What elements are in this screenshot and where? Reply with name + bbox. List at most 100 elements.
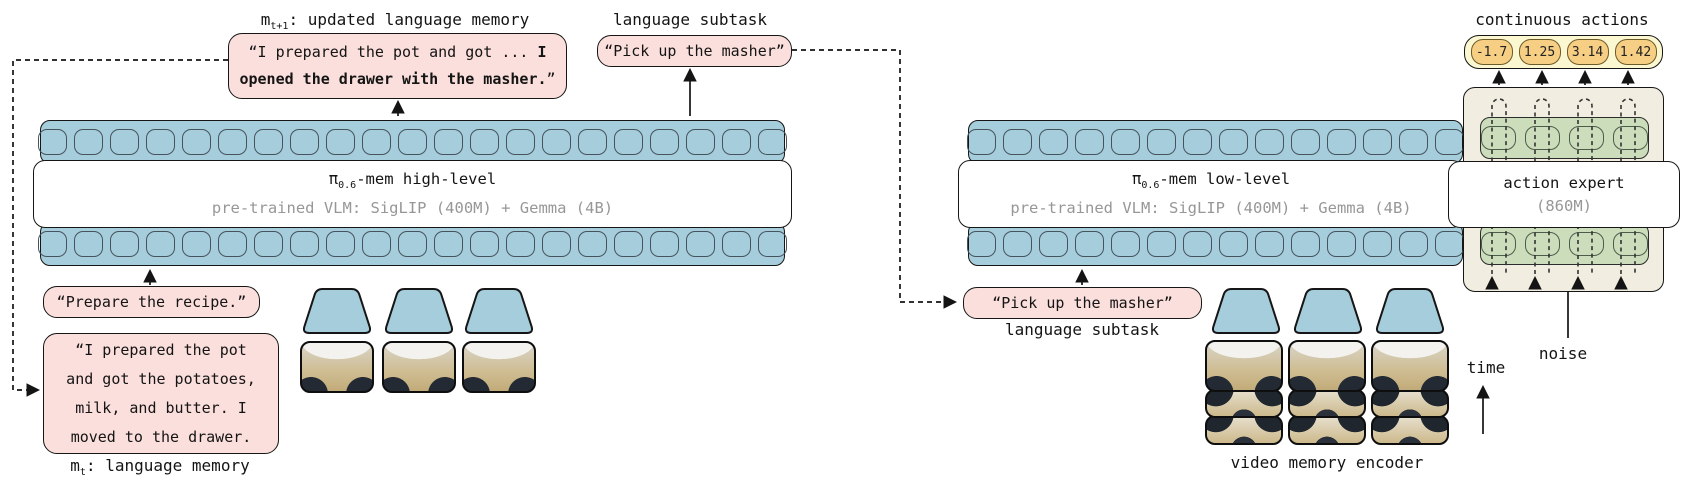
token-pill [758, 129, 787, 155]
stacked-frame [1371, 389, 1449, 418]
noise-label: noise [1538, 344, 1588, 363]
image-encoder-trapezoid [302, 288, 372, 334]
action-token-pill [1525, 232, 1560, 256]
token-pill [1363, 231, 1392, 257]
token-pill [686, 129, 715, 155]
token-pill [74, 231, 103, 257]
image-encoder-trapezoid [384, 288, 454, 334]
stacked-frame [1288, 415, 1366, 445]
token-pill [506, 129, 535, 155]
language-subtask-label-left: language subtask [612, 10, 768, 29]
language-subtask-box-right: “Pick up the masher” [963, 287, 1202, 319]
token-pill [1327, 231, 1356, 257]
continuous-actions-chips: -1.7 1.25 3.14 1.42 [1464, 35, 1663, 69]
token-pill [1183, 129, 1212, 155]
action-token-row-top [1480, 117, 1649, 159]
token-pill [1003, 129, 1032, 155]
memory-line: “I prepared the pot [75, 340, 247, 359]
task-prompt-box: “Prepare the recipe.” [43, 286, 260, 318]
memory-line: and got the potatoes, [66, 369, 256, 388]
token-pill [74, 129, 103, 155]
token-pill [146, 129, 175, 155]
token-pill [326, 129, 355, 155]
action-token-pill [1613, 126, 1648, 150]
action-token-row-bottom [1480, 223, 1649, 265]
token-pill [362, 231, 391, 257]
vlm-subtitle-low-level: pre-trained VLM: SigLIP (400M) + Gemma (… [1010, 199, 1412, 217]
action-token-pill [1481, 126, 1516, 150]
vlm-box-high-level: π0.6-mem high-level pre-trained VLM: Sig… [33, 160, 792, 228]
memory-line: moved to the drawer. [70, 427, 252, 446]
token-pill [182, 231, 211, 257]
token-pill [362, 129, 391, 155]
token-pill [686, 231, 715, 257]
token-pill [1255, 129, 1284, 155]
fisheye-camera-image [1371, 340, 1449, 392]
token-pill [1147, 231, 1176, 257]
token-pill [110, 231, 139, 257]
token-pill [110, 129, 139, 155]
token-pill [470, 231, 499, 257]
token-pill [398, 231, 427, 257]
action-value-chip: 1.25 [1518, 39, 1561, 65]
token-pill [146, 231, 175, 257]
token-pill [1435, 129, 1464, 155]
image-encoder-trapezoid [464, 288, 534, 334]
action-value-chip: 3.14 [1566, 39, 1609, 65]
action-value-chip: 1.42 [1614, 39, 1657, 65]
token-pill [1219, 129, 1248, 155]
token-pill [1039, 231, 1068, 257]
token-pill [1219, 231, 1248, 257]
token-row-top-left [38, 120, 787, 164]
token-pill [218, 231, 247, 257]
token-pill [290, 231, 319, 257]
token-pill [1075, 129, 1104, 155]
token-pill [326, 231, 355, 257]
video-encoder-trapezoid [1293, 288, 1363, 334]
token-pill [1435, 231, 1464, 257]
token-pill [1111, 129, 1140, 155]
token-pill [38, 231, 67, 257]
fisheye-camera-image [300, 341, 374, 393]
language-subtask-box-left: “Pick up the masher” [597, 35, 792, 67]
stacked-frame [1205, 415, 1283, 445]
token-pill [650, 231, 679, 257]
stacked-frame [1288, 389, 1366, 418]
token-pill [758, 231, 787, 257]
token-pill [1147, 129, 1176, 155]
token-pill [1399, 129, 1428, 155]
token-pill [434, 129, 463, 155]
action-expert-params: (860M) [1536, 196, 1592, 215]
token-pill [254, 231, 283, 257]
token-pill [614, 231, 643, 257]
token-pill [1075, 231, 1104, 257]
token-pill [1183, 231, 1212, 257]
token-pill [398, 129, 427, 155]
token-pill [38, 129, 67, 155]
token-pill [722, 129, 751, 155]
fisheye-camera-image [1288, 340, 1366, 392]
token-pill [578, 129, 607, 155]
token-pill [722, 231, 751, 257]
updated-memory-line2: opened the drawer with the masher.” [239, 70, 556, 88]
dashed-subtask-handoff [792, 49, 958, 309]
token-pill [1255, 231, 1284, 257]
token-row-bottom-left [38, 222, 787, 266]
token-row-bottom-right [967, 222, 1464, 266]
action-token-pill [1569, 126, 1604, 150]
video-encoder-trapezoid [1211, 288, 1281, 334]
video-memory-encoder-label: video memory encoder [1230, 453, 1424, 472]
token-pill [967, 231, 996, 257]
token-pill [1291, 231, 1320, 257]
token-pill [254, 129, 283, 155]
token-pill [614, 129, 643, 155]
token-pill [506, 231, 535, 257]
vlm-subtitle-high-level: pre-trained VLM: SigLIP (400M) + Gemma (… [211, 199, 614, 217]
action-token-pill [1525, 126, 1560, 150]
updated-memory-box: “I prepared the pot and got ... I opened… [228, 33, 567, 99]
language-subtask-label-right: language subtask [1004, 320, 1160, 339]
token-pill [1327, 129, 1356, 155]
fisheye-camera-image [1205, 340, 1283, 392]
updated-memory-line1: “I prepared the pot and got ... I [248, 43, 547, 61]
token-pill [542, 129, 571, 155]
